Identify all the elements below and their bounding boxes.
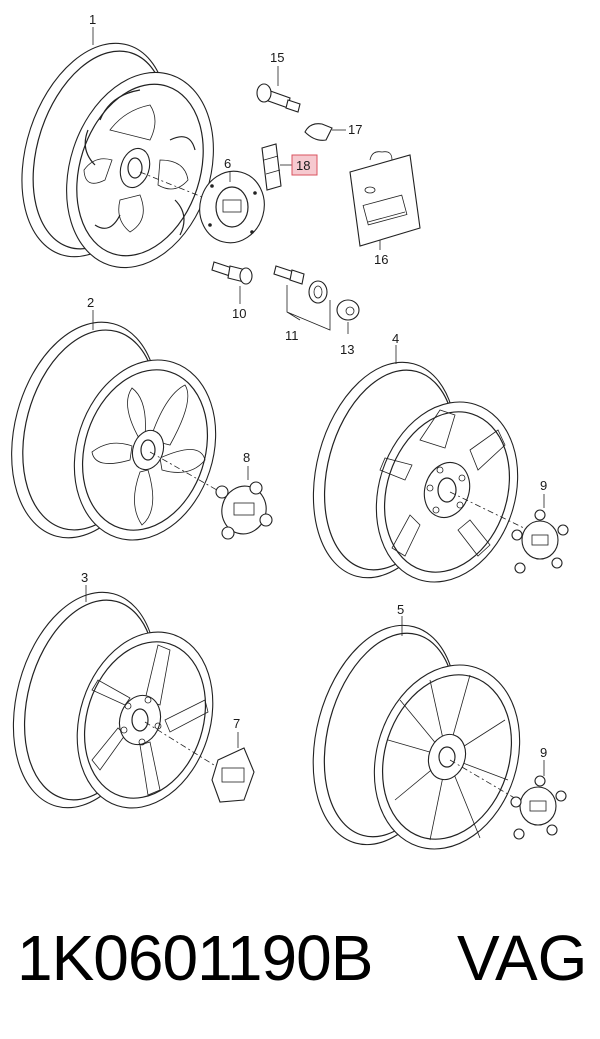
- label-16: 16: [374, 252, 388, 267]
- label-11: 11: [285, 328, 299, 343]
- label-10: 10: [232, 306, 246, 321]
- label-9a: 9: [540, 478, 547, 493]
- wheel-bolt-10[interactable]: [211, 261, 253, 285]
- center-cap-7[interactable]: [211, 747, 255, 803]
- center-cap-6[interactable]: [192, 164, 272, 250]
- label-15: 15: [270, 50, 284, 65]
- label-3: 3: [81, 570, 88, 585]
- wheel-4[interactable]: [291, 346, 540, 600]
- center-cap-8[interactable]: [215, 481, 273, 540]
- label-18: 18: [296, 158, 310, 173]
- highlight-box-18: [291, 154, 318, 176]
- part-number: 1K0601190B: [17, 922, 373, 994]
- label-7: 7: [233, 716, 240, 731]
- wheel-1[interactable]: [0, 24, 237, 286]
- wheel-2[interactable]: [0, 306, 238, 559]
- label-2: 2: [87, 295, 94, 310]
- label-1: 1: [89, 12, 96, 27]
- valve-15[interactable]: [256, 83, 301, 113]
- wheel-3[interactable]: [0, 576, 235, 826]
- label-17: 17: [348, 122, 362, 137]
- kit-package-16[interactable]: [349, 151, 421, 247]
- locking-bolt-set-11[interactable]: [273, 265, 328, 304]
- label-6: 6: [224, 156, 231, 171]
- label-5: 5: [397, 602, 404, 617]
- balance-weight-18[interactable]: [261, 143, 282, 191]
- center-cap-9-upper[interactable]: [511, 509, 569, 574]
- nut-cap-13[interactable]: [336, 299, 360, 321]
- label-9b: 9: [540, 745, 547, 760]
- label-8: 8: [243, 450, 250, 465]
- clip-17[interactable]: [304, 123, 333, 141]
- footer: 1K0601190B VAG: [0, 918, 600, 998]
- label-13: 13: [340, 342, 354, 357]
- label-4: 4: [392, 331, 399, 346]
- center-cap-9-lower[interactable]: [510, 775, 567, 840]
- wheel-5[interactable]: [290, 609, 542, 868]
- brand: VAG: [457, 922, 588, 994]
